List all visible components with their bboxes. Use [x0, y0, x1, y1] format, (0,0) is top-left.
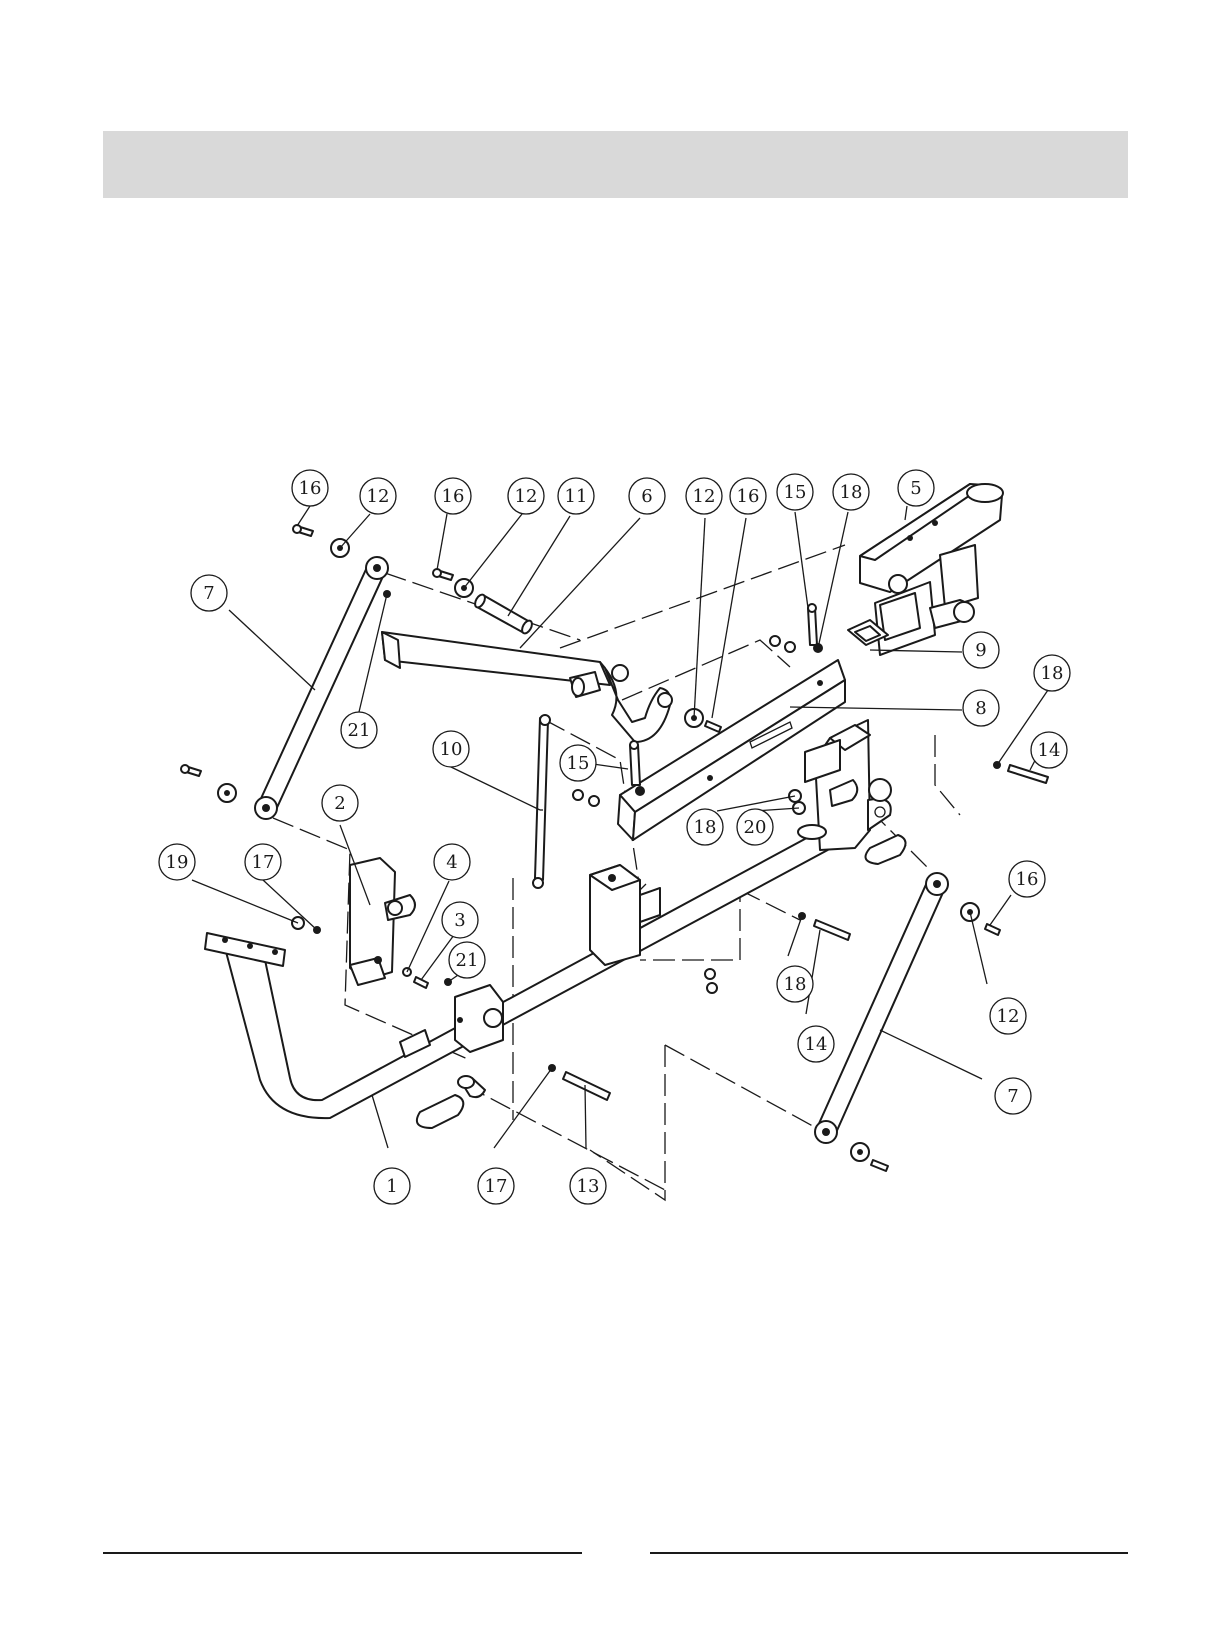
callout-3: 3	[442, 902, 478, 938]
callout-17-b: 17	[478, 1168, 514, 1204]
callout-16-a: 16	[292, 470, 328, 506]
svg-text:21: 21	[348, 720, 371, 741]
svg-text:7: 7	[203, 583, 214, 604]
svg-text:14: 14	[805, 1034, 828, 1055]
svg-text:16: 16	[737, 486, 760, 507]
svg-text:5: 5	[910, 478, 921, 499]
svg-text:10: 10	[440, 739, 463, 760]
svg-text:18: 18	[784, 974, 807, 995]
callout-13: 13	[570, 1168, 606, 1204]
callout-14-a: 14	[1031, 732, 1067, 768]
callout-16-b: 16	[435, 478, 471, 514]
svg-text:17: 17	[485, 1176, 508, 1197]
svg-text:1: 1	[386, 1176, 397, 1197]
callout-18-b: 18	[1034, 655, 1070, 691]
callout-15-b: 15	[560, 745, 596, 781]
callout-6: 6	[629, 478, 665, 514]
svg-text:19: 19	[166, 852, 189, 873]
callout-15-a: 15	[777, 474, 813, 510]
callout-18-c: 18	[687, 809, 723, 845]
callout-12-c: 12	[686, 478, 722, 514]
svg-text:16: 16	[442, 486, 465, 507]
callout-7-a: 7	[191, 575, 227, 611]
svg-text:17: 17	[252, 852, 275, 873]
callout-14-b: 14	[798, 1026, 834, 1062]
callout-17-a: 17	[245, 844, 281, 880]
svg-text:6: 6	[641, 486, 652, 507]
callout-21-a: 21	[341, 712, 377, 748]
callout-12-b: 12	[508, 478, 544, 514]
svg-text:4: 4	[446, 852, 457, 873]
callout-2: 2	[322, 785, 358, 821]
svg-text:12: 12	[367, 486, 390, 507]
svg-text:18: 18	[840, 482, 863, 503]
callout-12-d: 12	[990, 998, 1026, 1034]
svg-text:18: 18	[694, 817, 717, 838]
svg-text:3: 3	[454, 910, 465, 931]
callout-18-a: 18	[833, 474, 869, 510]
callout-18-d: 18	[777, 966, 813, 1002]
svg-text:16: 16	[299, 478, 322, 499]
svg-text:11: 11	[565, 486, 588, 507]
callout-21-b: 21	[449, 942, 485, 978]
callout-12-a: 12	[360, 478, 396, 514]
callout-7-b: 7	[995, 1078, 1031, 1114]
part-6-lever-arm	[382, 632, 672, 742]
part-7-link-arm-lower	[815, 873, 948, 1143]
svg-text:2: 2	[334, 793, 345, 814]
callout-20: 20	[737, 809, 773, 845]
svg-text:12: 12	[693, 486, 716, 507]
svg-text:15: 15	[567, 753, 590, 774]
svg-text:15: 15	[784, 482, 807, 503]
part-10-gas-spring	[533, 715, 550, 888]
svg-text:7: 7	[1007, 1086, 1018, 1107]
svg-text:12: 12	[997, 1006, 1020, 1027]
callout-19: 19	[159, 844, 195, 880]
callout-8: 8	[963, 690, 999, 726]
svg-text:13: 13	[577, 1176, 600, 1197]
callout-11: 11	[558, 478, 594, 514]
callout-5: 5	[898, 470, 934, 506]
part-11-sleeve	[473, 593, 534, 635]
svg-text:12: 12	[515, 486, 538, 507]
footer-rule-left	[103, 1552, 582, 1554]
callout-9: 9	[963, 632, 999, 668]
callout-10: 10	[433, 731, 469, 767]
svg-text:20: 20	[744, 817, 767, 838]
part-7-link-arm-upper	[255, 557, 388, 819]
svg-text:16: 16	[1016, 869, 1039, 890]
callout-16-d: 16	[1009, 861, 1045, 897]
svg-text:21: 21	[456, 950, 479, 971]
callout-16-c: 16	[730, 478, 766, 514]
center-post	[590, 865, 660, 965]
callout-1: 1	[374, 1168, 410, 1204]
svg-text:14: 14	[1038, 740, 1061, 761]
rear-upright-bracket	[798, 720, 891, 850]
svg-text:8: 8	[975, 698, 986, 719]
svg-text:9: 9	[975, 640, 986, 661]
footer-rule-right	[650, 1552, 1128, 1554]
svg-text:18: 18	[1041, 663, 1064, 684]
callout-4: 4	[434, 844, 470, 880]
